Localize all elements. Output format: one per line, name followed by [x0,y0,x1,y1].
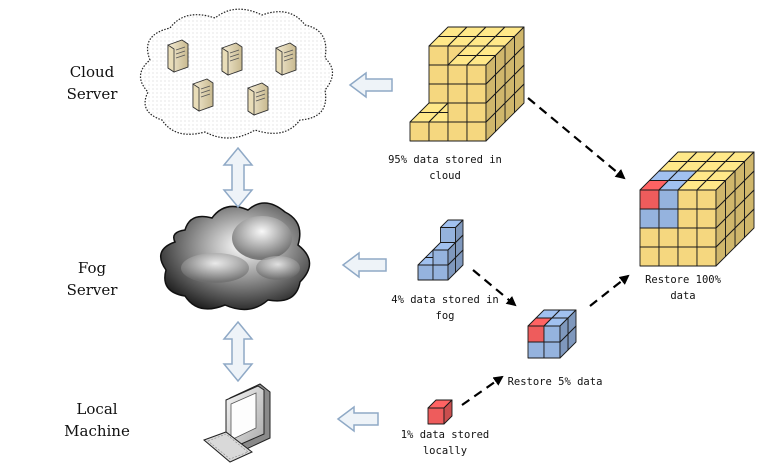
restore-5-percent-cubes [527,309,577,359]
server-icon [167,39,189,73]
cube-front-face [427,407,445,425]
cube-front-face [658,246,679,267]
cloud-data-cubes [409,26,525,142]
cube-front-face [409,121,430,142]
cube-front-face [543,341,561,359]
storm-cloud-icon [159,202,311,311]
cube-front-face [428,83,449,104]
store-arrow-fog [341,251,387,279]
cloud-data-caption: 95% data stored in cloud [388,154,502,182]
cube-front-face [696,208,717,229]
flow-arrow-cloud-to-full [527,97,626,180]
cube-front-face [527,325,545,343]
cube-front-face [639,189,660,210]
cube-front-face [696,246,717,267]
local-data-caption: 1% data stored locally [400,429,490,457]
cube-front-face [417,264,434,281]
cube-front-face [677,189,698,210]
cube-front-face [447,102,468,123]
cube-front-face [677,208,698,229]
cube-side-face [455,219,464,243]
cube-front-face [639,208,660,229]
cube-front-face [696,189,717,210]
fog-server-label: Fog Server [66,259,118,299]
cube-front-face [447,64,468,85]
local-machine-label: Local Machine [64,400,130,440]
server-group [167,39,297,116]
store-arrow-local [336,405,379,433]
restore-100-caption: Restore 100% data [645,274,721,302]
server-icon [192,78,214,112]
desktop-computer-icon [225,383,271,453]
cube-front-face [466,121,487,142]
cube-front-face [639,227,660,248]
local-data-cube [427,399,453,425]
cube-front-face [428,64,449,85]
cube-front-face [696,227,717,248]
cube-front-face [677,246,698,267]
double-arrow-fog-local [222,320,254,383]
cube-side-face [485,55,496,85]
cube-front-face [466,64,487,85]
store-arrow-cloud [348,71,393,99]
cube-side-face [715,180,726,210]
cube-front-face [432,249,449,266]
fog-data-caption: 4% data stored in fog [391,294,499,322]
server-icon [247,82,269,116]
cube-front-face [658,208,679,229]
cube-front-face [466,102,487,123]
restore-100-percent-cubes [639,151,755,267]
cube-front-face [543,325,561,343]
cube-front-face [440,227,456,243]
cube-front-face [447,83,468,104]
flow-arrow-local-to-partial [461,375,504,406]
cube-front-face [428,45,449,66]
cube-front-face [466,83,487,104]
cube-front-face [658,189,679,210]
cube-front-face [432,264,449,281]
cube-side-face [447,242,456,266]
cube-front-face [677,227,698,248]
fog-data-cubes [417,219,464,281]
cloud-server-label: Cloud Server [66,63,118,103]
flow-arrow-partial-to-full [589,274,630,307]
server-icon [221,42,243,76]
cube-side-face [559,317,569,343]
cube-front-face [639,246,660,267]
flow-arrow-fog-to-partial [472,269,517,307]
cube-front-face [428,121,449,142]
double-arrow-cloud-fog [222,146,254,209]
server-icon [275,42,297,76]
keyboard-icon [203,431,253,463]
cube-side-face [443,399,453,425]
cloud-server-icon [139,8,334,139]
restore-5-caption: Restore 5% data [507,376,603,388]
cube-front-face [658,227,679,248]
cube-front-face [447,121,468,142]
cube-front-face [527,341,545,359]
